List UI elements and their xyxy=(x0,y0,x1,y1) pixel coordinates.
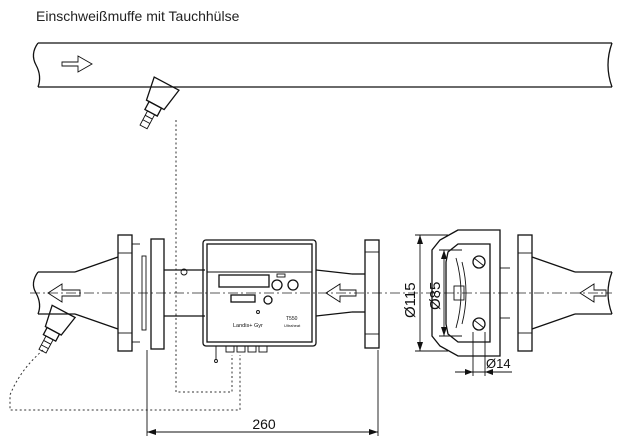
drawing-caption: Einschweißmuffe mit Tauchhülse xyxy=(36,8,240,24)
length-dimension: 260 xyxy=(146,350,379,436)
bolt-hole-diameter-label: Ø14 xyxy=(486,356,511,371)
upper-temperature-sensor xyxy=(139,76,180,130)
flange-face-view xyxy=(431,229,510,357)
lower-middle-flow-arrow-icon xyxy=(325,283,357,303)
meter-model-label: T550 xyxy=(286,316,298,322)
meter-brand-label: Landis+ Gyr xyxy=(233,323,263,329)
lower-temperature-sensor xyxy=(38,304,77,354)
bolt-hole-dimension: Ø14 xyxy=(455,332,512,376)
flange-diameter-dimensions: Ø115 Ø85 xyxy=(402,234,462,352)
meter-display xyxy=(218,274,270,288)
meter-optical-port xyxy=(230,294,256,303)
meter-sub-label: Ultraheat xyxy=(284,323,301,328)
lower-sensor-cable xyxy=(9,349,241,411)
lower-left-flow-arrow-icon xyxy=(47,283,81,303)
upper-sensor-cable xyxy=(175,120,233,393)
flange-outer-diameter-label: Ø115 xyxy=(402,282,419,318)
bolt-circle-diameter-label: Ø85 xyxy=(427,282,444,310)
lower-right-flow-arrow-icon xyxy=(579,283,607,303)
lower-pipe-assembly xyxy=(30,229,613,357)
upper-flow-arrow-icon xyxy=(61,55,93,73)
length-dimension-label: 260 xyxy=(252,416,276,432)
meter-button-left xyxy=(271,279,283,291)
meter-button-right xyxy=(287,279,299,291)
upper-pipe xyxy=(32,42,613,88)
heat-meter: Landis+ Gyr T550 Ultraheat xyxy=(202,239,317,363)
meter-cable-glands xyxy=(214,345,268,363)
